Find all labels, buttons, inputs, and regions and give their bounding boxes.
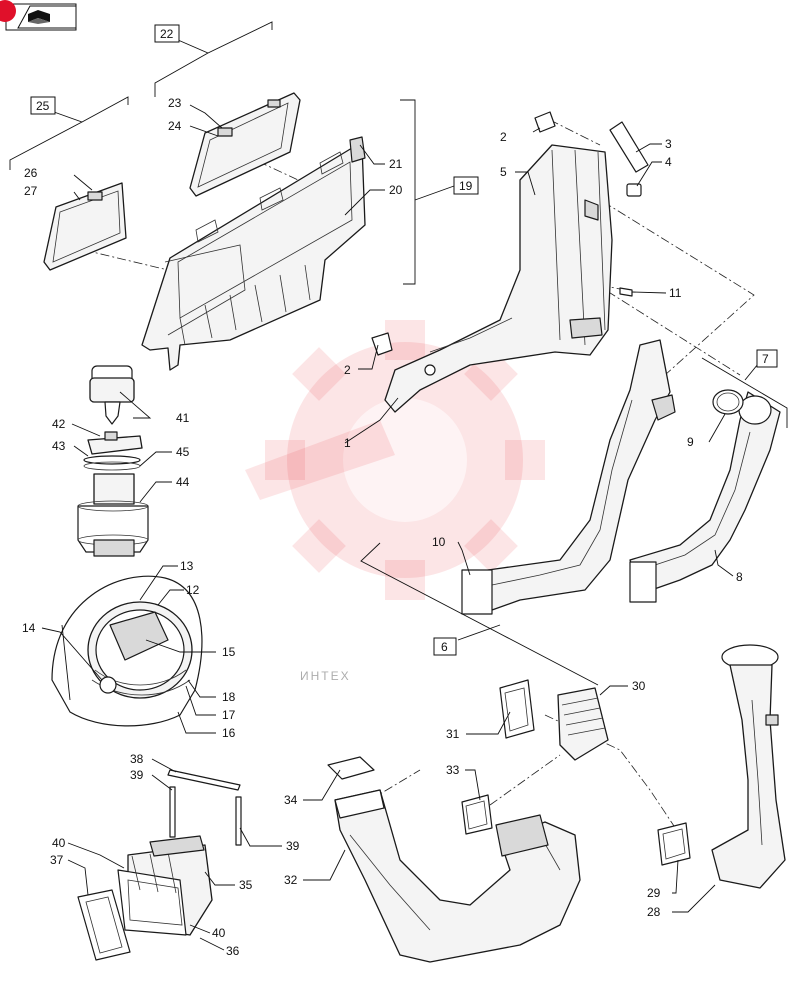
callout-35: 35 [239,878,253,892]
part-29-gasket [657,822,691,866]
part-10-air-duct [461,339,676,615]
group-label-22: 22 [160,27,174,41]
folder-book-icon [28,10,50,24]
callout-26: 26 [24,166,38,180]
callout-33: 33 [446,763,460,777]
callout-20: 20 [389,183,403,197]
part-28-vent-pipe [711,644,786,889]
callout-42: 42 [52,417,66,431]
part-42-43-45-clip-and-ring [83,431,143,471]
callout-10: 10 [432,535,446,549]
part-35-40-air-box [117,835,213,936]
part-23-24-filter-frame [189,92,301,197]
callout-numbers: 1 2 2 3 4 5 8 9 10 11 12 13 14 15 16 17 … [22,96,743,958]
callout-38: 38 [130,752,144,766]
part-12-18-louver-housing [51,575,203,727]
callout-27: 27 [24,184,38,198]
callout-29: 29 [647,886,661,900]
part-26-27-cover-panel [43,182,127,271]
callout-40: 40 [52,836,66,850]
part-2-clip-top [534,111,556,133]
callout-14: 14 [22,621,36,635]
part-4-clip [626,183,642,197]
callout-45: 45 [176,445,190,459]
callout-23: 23 [168,96,182,110]
group-label-25: 25 [36,99,50,113]
callout-31: 31 [446,727,460,741]
part-44-switch-body [77,473,149,557]
part-33-gasket [461,794,493,835]
callout-13: 13 [180,559,194,573]
callout-8: 8 [736,570,743,584]
part-31-gasket [499,679,535,739]
part-34-gasket [327,756,375,780]
back-to-index-button[interactable] [5,3,77,31]
part-30-bellows-connector [557,687,609,761]
callout-3: 3 [665,137,672,151]
callout-1: 1 [344,436,351,450]
callout-39: 39 [130,768,144,782]
part-37-gasket [77,889,131,961]
part-38-39-seal-strips [167,769,242,846]
part-3-trim-strip [609,121,649,173]
group-label-7: 7 [762,352,769,366]
callout-30: 30 [632,679,646,693]
group-19-bracket: 19 [400,99,479,285]
callout-4: 4 [665,155,672,169]
group-label-19: 19 [459,179,473,193]
callout-17: 17 [222,708,236,722]
part-11-screw [619,287,633,297]
group-6-bracket: 6 [360,542,599,686]
watermark-text: ИНТЕХ [300,669,351,683]
callout-28: 28 [647,905,661,919]
callout-43: 43 [52,439,66,453]
callout-15: 15 [222,645,236,659]
part-9-seal-ring [712,389,744,415]
callout-44: 44 [176,475,190,489]
callout-leader-lines [41,104,734,951]
callout-39: 39 [286,839,300,853]
callout-18: 18 [222,690,236,704]
callout-12: 12 [186,583,200,597]
group-label-6: 6 [441,640,448,654]
part-8-air-duct [629,391,781,603]
part-1-5-pillar-trim [384,144,613,413]
callout-36: 36 [226,944,240,958]
callout-2: 2 [500,130,507,144]
callout-16: 16 [222,726,236,740]
callout-37: 37 [50,853,64,867]
part-20-21-filter-housing [141,136,366,371]
watermark-gear-logo [245,320,545,600]
callout-24: 24 [168,119,182,133]
callout-11: 11 [669,286,682,300]
callout-34: 34 [284,793,298,807]
callout-9: 9 [687,435,694,449]
callout-40: 40 [212,926,226,940]
callout-2: 2 [344,363,351,377]
status-badge [0,0,16,22]
group-7-bracket: 7 [701,349,788,428]
part-41-knob [89,365,135,425]
callout-41: 41 [176,411,190,425]
part-32-lower-duct [334,789,581,963]
group-25-bracket: 25 [9,96,129,170]
group-22-bracket: 22 [154,21,273,97]
callout-21: 21 [389,157,403,171]
callout-5: 5 [500,165,507,179]
callout-32: 32 [284,873,298,887]
